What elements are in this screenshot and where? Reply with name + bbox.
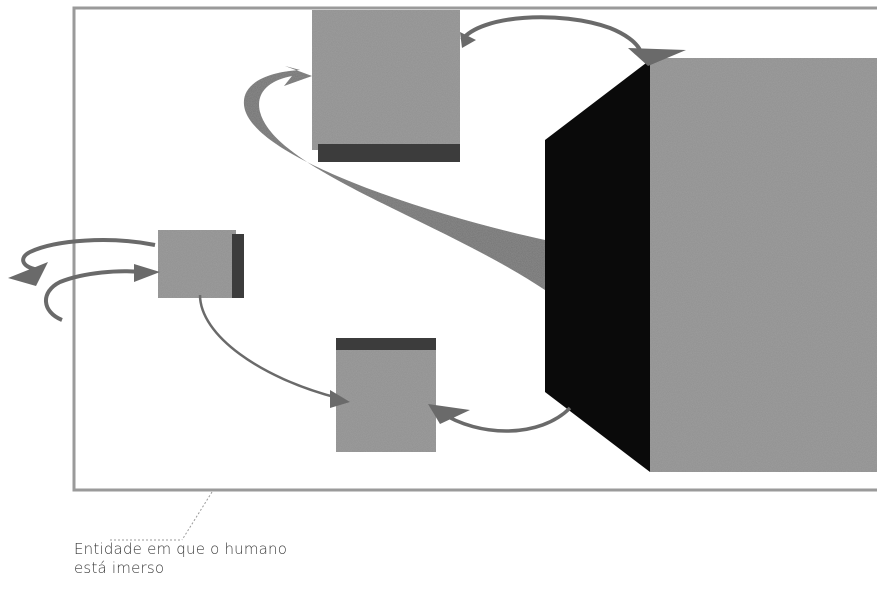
curved-arrow-icon (330, 390, 350, 408)
curved-arrow-icon (198, 294, 339, 400)
caption-line-1: Entidade em que o humano (74, 540, 288, 558)
curved-arrow-icon (8, 262, 48, 286)
curved-arrow-icon (460, 15, 642, 52)
curved-arrow-icon (134, 264, 160, 282)
large-cube-dark-face (545, 60, 650, 472)
caption-line-2: está imerso (74, 559, 165, 577)
small-cube-icon (158, 230, 244, 298)
small-cube-icon (336, 338, 436, 452)
curved-arrow-icon (44, 269, 141, 322)
curved-arrow-icon (243, 66, 546, 290)
small-cube-icon (312, 10, 460, 162)
curved-arrow-icon (628, 48, 686, 66)
curved-arrow-icon (21, 238, 156, 272)
caption-pointer-line (181, 491, 213, 541)
diagram-caption: Entidade em que o humano está imerso (74, 540, 404, 578)
curved-arrow-icon (439, 406, 572, 433)
large-cube-icon (650, 58, 877, 472)
curved-arrow-icon (428, 404, 470, 424)
environment-frame (72, 6, 877, 492)
curved-arrow-icon (460, 32, 476, 48)
